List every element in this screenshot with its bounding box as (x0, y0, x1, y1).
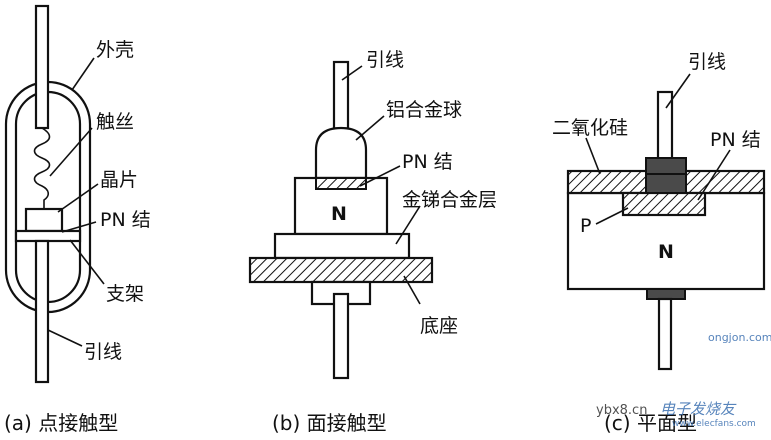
diagram-point-contact: 外壳 触丝 晶片 PN 结 支架 引线 (a) 点接触型 (4, 4, 151, 435)
gold-antimony-layer (273, 232, 411, 260)
leader-lead-a (47, 329, 83, 347)
label-lead-c: 引线 (688, 51, 726, 73)
leader-base (403, 275, 421, 305)
bottom-lead-b (332, 292, 350, 380)
leader-junction (61, 221, 97, 233)
aluminum-alloy-ball (314, 126, 368, 180)
bottom-metal-contact (646, 288, 686, 300)
support-bracket (14, 229, 82, 243)
leader-ball (355, 115, 385, 141)
label-junction-a: PN 结 (100, 209, 151, 231)
watermark: ongjon.com ybx8.cn 电子发烧友 www.elecfans.co… (596, 331, 771, 429)
watermark-site: ybx8.cn (596, 403, 647, 418)
label-junction-c: PN 结 (710, 129, 761, 151)
contact-plug (645, 173, 687, 194)
label-chip: 晶片 (100, 169, 138, 191)
label-shell: 外壳 (96, 39, 134, 61)
whisker-wire (33, 127, 51, 210)
diagram-planar: N P 引线 二氧化硅 PN 结 (c) 平面型 (552, 51, 766, 435)
label-lead-a: 引线 (84, 341, 122, 363)
leader-p (595, 207, 629, 225)
leader-junction-c (697, 149, 731, 201)
leader-alloy (395, 205, 421, 245)
leader-bracket (69, 239, 105, 285)
watermark-tag: ongjon.com (708, 331, 771, 344)
base-plate (248, 256, 434, 284)
leader-shell (71, 57, 95, 91)
bottom-lead (34, 239, 50, 384)
watermark-url: www.elecfans.com (672, 419, 756, 429)
leader-lead-b (341, 65, 363, 81)
label-n-c: N (658, 241, 674, 263)
label-base: 底座 (420, 315, 458, 337)
caption-b: (b) 面接触型 (272, 411, 387, 435)
top-metal-contact (645, 157, 687, 175)
top-lead (34, 4, 50, 130)
label-oxide: 二氧化硅 (552, 117, 628, 139)
leader-lead-c (665, 73, 691, 109)
pn-junction-hatch (315, 177, 367, 190)
watermark-brand: 电子发烧友 (660, 400, 737, 418)
leader-chip (57, 183, 99, 213)
label-ball: 铝合金球 (386, 99, 462, 121)
diagram-surface-contact: N 引线 铝合金球 PN 结 金锑合金层 底座 (b) 面接触型 (248, 49, 497, 435)
p-region (621, 191, 707, 217)
label-junction-b: PN 结 (402, 151, 453, 173)
label-whisker: 触丝 (96, 111, 134, 133)
label-n-b: N (331, 203, 347, 225)
label-p-region: P (580, 215, 591, 237)
semiconductor-chip (24, 207, 64, 233)
leader-whisker (49, 127, 93, 177)
label-alloy-layer: 金锑合金层 (402, 189, 497, 211)
label-lead-b: 引线 (366, 49, 404, 71)
caption-a: (a) 点接触型 (4, 411, 118, 435)
caption-c: (c) 平面型 (604, 411, 697, 435)
leader-junction-b (359, 165, 401, 187)
bottom-lead-c (657, 297, 673, 371)
leader-oxide (585, 137, 601, 175)
label-bracket: 支架 (106, 283, 144, 305)
